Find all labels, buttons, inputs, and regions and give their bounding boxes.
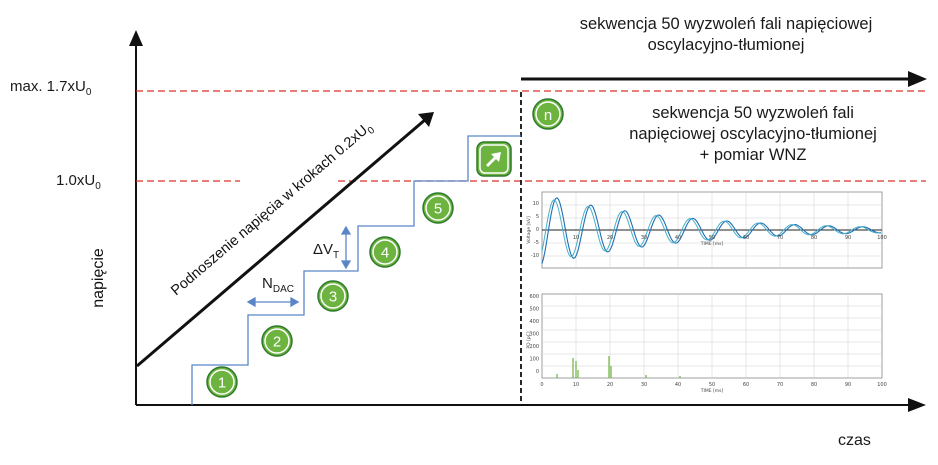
step-marker-5: 5 <box>422 192 454 224</box>
tick-label: 0 <box>536 227 539 233</box>
svg-text:TIME [ms]: TIME [ms] <box>700 388 724 394</box>
svg-text:n: n <box>544 107 552 124</box>
dvt-label: ΔVT <box>313 241 340 261</box>
step-marker-1: 1 <box>206 366 238 398</box>
tick-label: 80 <box>811 382 817 388</box>
sequence-title-line1: sekwencja 50 wyzwoleń fali napięciowej <box>579 15 873 33</box>
max-level-label: max. 1.7xU0 <box>10 78 92 98</box>
measurement-title-line1: sekwencja 50 wyzwoleń fali <box>652 104 854 122</box>
step-marker-3: 3 <box>317 280 349 312</box>
sequence-title: sekwencja 50 wyzwoleń fali napięciowej o… <box>520 14 932 56</box>
arrow-step-marker <box>476 141 512 177</box>
ramp-arrowhead <box>418 112 434 127</box>
tick-label: 100 <box>529 357 539 363</box>
tick-label: 100 <box>877 382 887 388</box>
step-number: 2 <box>273 334 281 351</box>
tick-label: 30 <box>641 382 647 388</box>
dvt-double-arrow <box>340 225 352 270</box>
tick-label: 50 <box>709 382 715 388</box>
tick-label: 70 <box>777 235 783 241</box>
tick-label: 60 <box>743 382 749 388</box>
tick-label: 500 <box>529 307 539 313</box>
ramp-arrow <box>136 117 427 368</box>
sequence-measurement-title: sekwencja 50 wyzwoleń fali napięciowej o… <box>578 103 928 166</box>
measurement-title-line2: napięciowej oscylacyjno-tłumionej <box>629 125 877 143</box>
sequence-title-line2: oscylacyjno-tłumionej <box>647 36 805 54</box>
x-axis-label: czas <box>838 432 871 449</box>
nominal-level-label: 1.0xU0 <box>56 172 101 192</box>
tick-label: 0 <box>540 382 543 388</box>
tick-label: 40 <box>675 382 681 388</box>
tick-label: 10 <box>533 201 539 207</box>
tick-label: 600 <box>529 294 539 300</box>
svg-text:PD [pC]: PD [pC] <box>526 331 532 348</box>
tick-label: 70 <box>777 382 783 388</box>
step-number: 5 <box>434 201 442 218</box>
sequence-arrowhead <box>908 71 927 87</box>
tick-label: 300 <box>529 332 539 338</box>
tick-label: -5 <box>534 240 539 246</box>
tick-label: 30 <box>641 235 647 241</box>
svg-text:TIME [ms]: TIME [ms] <box>700 241 724 247</box>
tick-label: 0 <box>536 369 539 375</box>
tick-label: 200 <box>529 344 539 350</box>
tick-label: -10 <box>531 253 539 259</box>
inset-pd-plot: 600 500 400 300 200 100 0 0 10 20 30 40 50 60 70 80 90 1… <box>526 293 887 394</box>
tick-label: 20 <box>607 235 613 241</box>
svg-text:napięcie: napięcie <box>90 248 107 308</box>
voltage-staircase <box>191 135 521 405</box>
tick-label: 5 <box>536 214 539 220</box>
tick-label: 40 <box>675 235 681 241</box>
tick-label: 10 <box>573 382 579 388</box>
step-marker-n: n <box>532 98 564 130</box>
tick-label: 60 <box>743 235 749 241</box>
tick-label: 10 <box>573 235 579 241</box>
ramp-label: Podnoszenie napięcia w krokach 0.2xU0 <box>168 119 377 302</box>
y-axis-arrowhead <box>129 30 143 46</box>
step-marker-4: 4 <box>369 236 401 268</box>
step-number: 3 <box>329 289 337 306</box>
step-marker-2: 2 <box>261 325 293 357</box>
tick-label: 80 <box>811 235 817 241</box>
diagonal-arrow-icon <box>486 152 501 167</box>
ndac-double-arrow <box>246 296 300 308</box>
tick-label: 90 <box>845 235 851 241</box>
tick-label: 50 <box>709 235 715 241</box>
svg-text:Voltage [kV]: Voltage [kV] <box>526 216 532 244</box>
ndac-label: NDAC <box>262 275 294 295</box>
step-number: 4 <box>381 245 389 262</box>
tick-label: 90 <box>845 382 851 388</box>
step-number: 1 <box>218 375 226 392</box>
y-axis-label: napięcie <box>90 248 107 308</box>
x-axis-arrowhead <box>908 398 926 412</box>
measurement-title-line3: + pomiar WNZ <box>699 146 807 164</box>
tick-label: 400 <box>529 319 539 325</box>
tick-label: 20 <box>607 382 613 388</box>
svg-text:Podnoszenie napięcia w krokach: Podnoszenie napięcia w krokach 0.2xU0 <box>168 119 377 302</box>
tick-label: 100 <box>877 235 887 241</box>
